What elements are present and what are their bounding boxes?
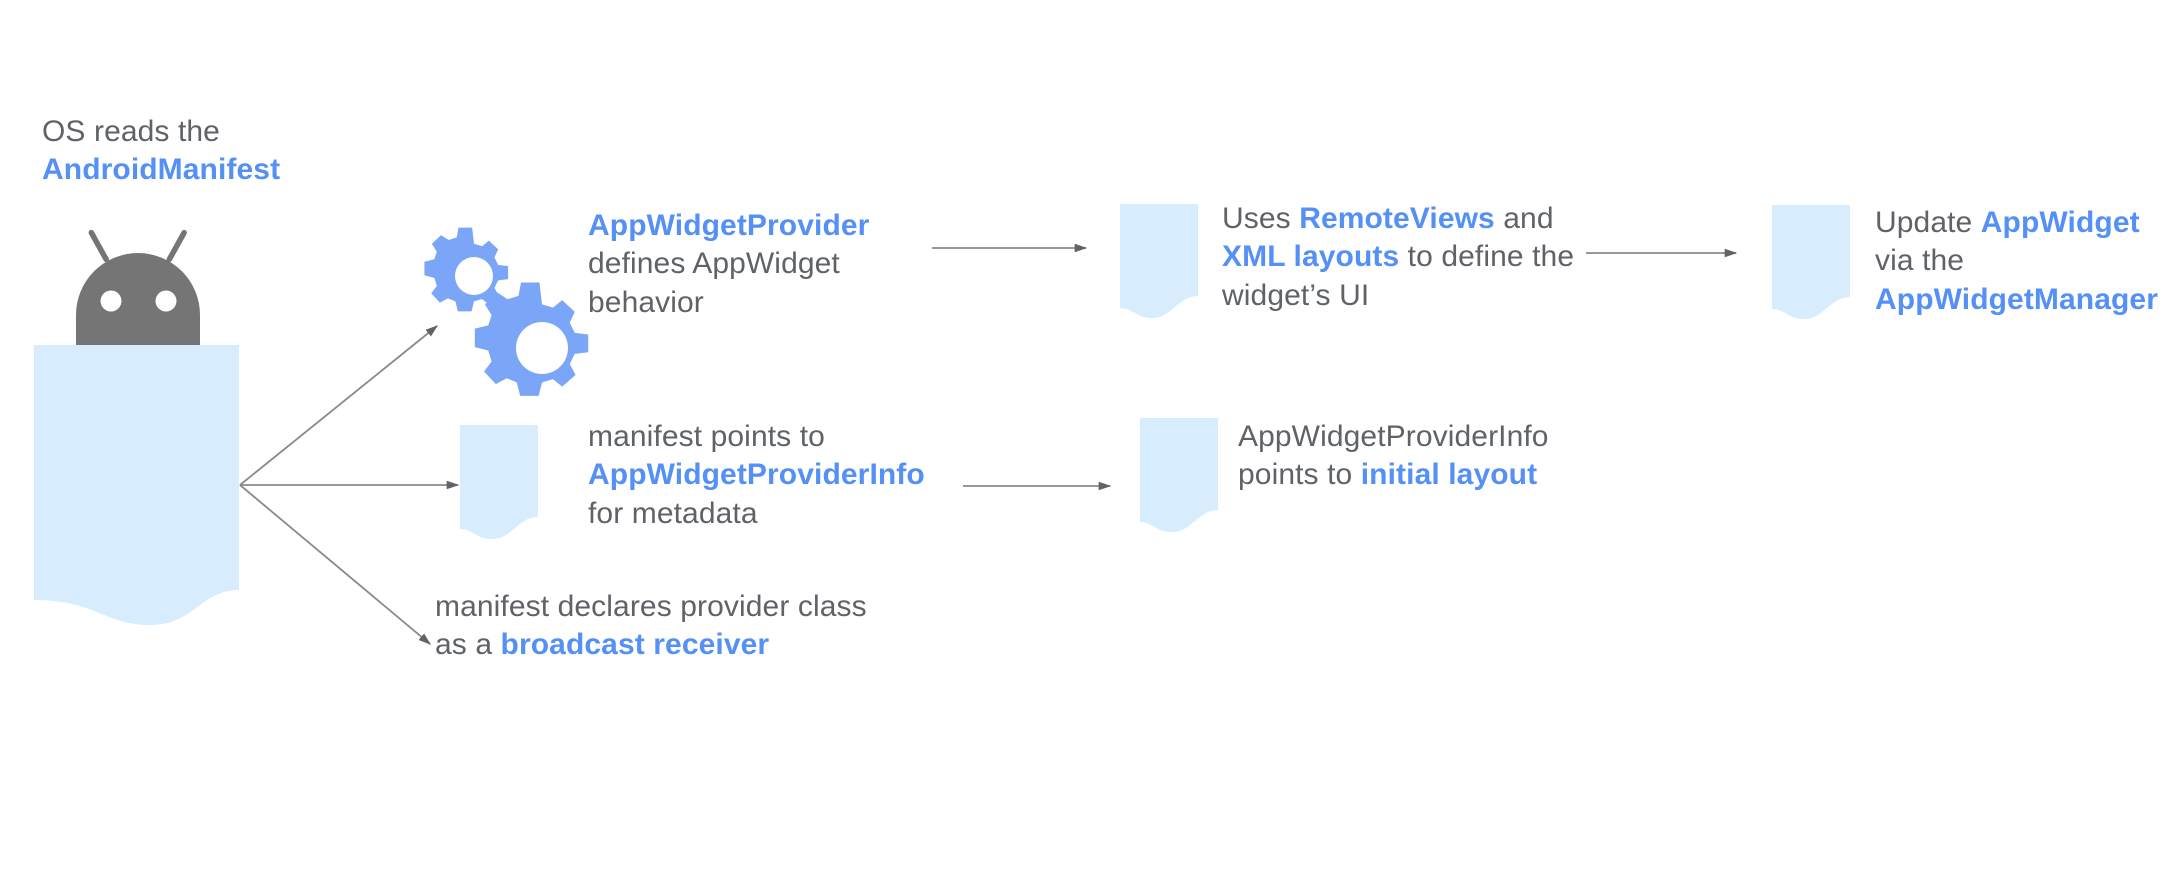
provider-info-document [460,425,538,539]
label-update-appwidget: Update AppWidget via the AppWidgetManage… [1875,206,2158,316]
gears-icon [424,227,589,396]
label-os-reads-manifest: OS reads the AndroidManifest [42,115,281,187]
remote-views-document [1120,204,1198,318]
android-robot-head [76,229,200,345]
initial-layout-document [1140,418,1218,532]
label-broadcast-receiver: manifest declares provider class as a br… [435,590,876,662]
label-remoteviews: Uses RemoteViews and XML layouts to defi… [1222,202,1583,312]
arrow-manifest-to-broadcast [239,484,431,645]
android-manifest-document [34,345,239,625]
label-initial-layout: AppWidgetProviderInfo points to initial … [1238,420,1558,492]
app-widget-manager-document [1772,205,1850,319]
label-appwidgetproviderinfo: manifest points to AppWidgetProviderInfo… [588,420,934,530]
label-appwidgetprovider: AppWidgetProvider defines AppWidget beha… [588,209,870,319]
arrow-manifest-to-gears [239,325,438,486]
